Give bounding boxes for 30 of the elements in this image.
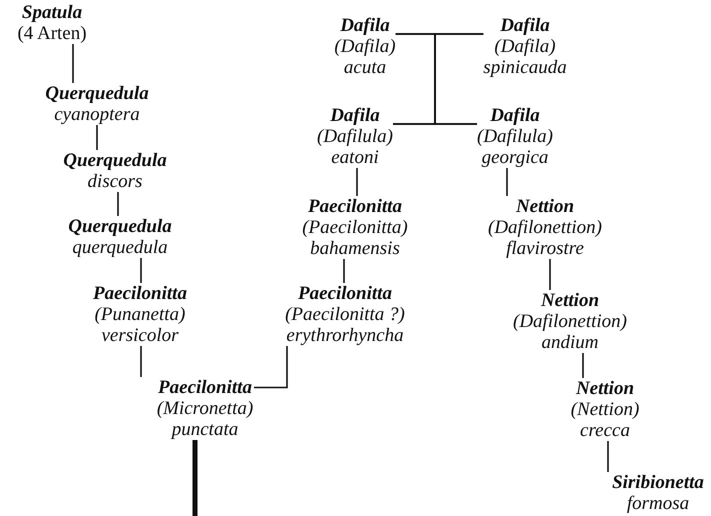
connector-line — [254, 346, 288, 388]
connector-line — [506, 168, 508, 196]
taxon-label: Dafila (Dafila) acuta — [334, 15, 396, 78]
taxon-label: Nettion (Dafilonettion) flavirostre — [488, 196, 602, 259]
taxon-label: Dafila (Dafilula) eatoni — [317, 105, 393, 168]
connector-line — [140, 346, 142, 377]
connector-line — [117, 192, 119, 216]
taxon-label: Paecilonitta (Punanetta) versicolor — [93, 283, 187, 346]
taxon-label: Dafila (Dafilula) georgica — [477, 105, 553, 168]
taxon-label: Paecilonitta (Paecilonitta ?) erythrorhyncha — [285, 283, 405, 346]
taxon-label: Spatula (4 Arten) — [17, 2, 87, 44]
taxon-label: Querquedula cyanoptera — [45, 83, 149, 125]
taxon-label: Nettion (Nettion) crecca — [570, 378, 640, 441]
connector-line — [607, 441, 609, 472]
connector-line — [192, 440, 198, 516]
taxon-label: Querquedula discors — [63, 150, 167, 192]
connector-line — [343, 259, 345, 283]
taxon-label: Dafila (Dafila) spinicauda — [483, 15, 567, 78]
taxon-label: Nettion (Dafilonettion) andium — [513, 290, 627, 353]
connector-line — [434, 33, 484, 125]
taxon-label: Paecilonitta (Micronetta) punctata — [156, 377, 254, 440]
taxon-label: Paecilonitta (Paecilonitta) bahamensis — [302, 196, 408, 259]
taxon-label: Siribionetta formosa — [612, 472, 704, 514]
taxon-label: Querquedula querquedula — [68, 216, 172, 258]
connector-line — [549, 259, 551, 290]
connector-line — [96, 125, 98, 150]
connector-line — [140, 258, 142, 283]
connector-line — [356, 168, 358, 196]
connector-line — [72, 44, 74, 83]
connector-line — [582, 353, 584, 378]
